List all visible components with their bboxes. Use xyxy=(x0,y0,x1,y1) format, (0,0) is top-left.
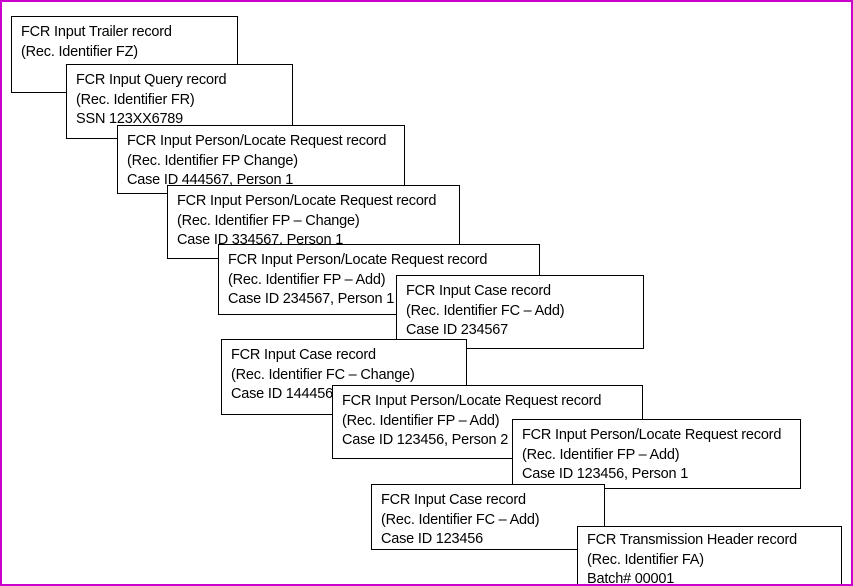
record-line: (Rec. Identifier FP – Add) xyxy=(522,446,680,463)
record-line: Case ID 123456, Person 2 xyxy=(342,432,509,448)
record-box-case-fc-add-234567: FCR Input Case record (Rec. Identifier F… xyxy=(396,275,644,349)
record-line: (Rec. Identifier FA) xyxy=(587,551,704,568)
record-line: FCR Input Person/Locate Request record xyxy=(228,252,488,268)
record-line: (Rec. Identifier FR) xyxy=(76,91,195,108)
record-line: FCR Input Case record xyxy=(381,492,526,508)
record-box-person-locate-fp-add-123456-person1: FCR Input Person/Locate Request record (… xyxy=(512,419,801,489)
record-line: (Rec. Identifier FC – Change) xyxy=(231,366,415,383)
record-line: Case ID 444567, Person 1 xyxy=(127,172,294,188)
record-line: FCR Input Query record xyxy=(76,72,227,88)
record-line: Case ID 123456, Person 1 xyxy=(522,466,689,482)
record-line: (Rec. Identifier FP – Add) xyxy=(228,271,386,288)
record-box-query-fr: FCR Input Query record (Rec. Identifier … xyxy=(66,64,293,139)
record-line: SSN 123XX6789 xyxy=(76,111,184,127)
record-line: (Rec. Identifier FP – Add) xyxy=(342,412,500,429)
record-line: Case ID 144456 xyxy=(231,386,333,402)
record-line: (Rec. Identifier FC – Add) xyxy=(381,511,540,528)
record-line: Case ID 234567 xyxy=(406,322,508,338)
record-line: FCR Input Person/Locate Request record xyxy=(342,393,602,409)
record-line: FCR Transmission Header record xyxy=(587,532,797,548)
record-line: (Rec. Identifier FP – Change) xyxy=(177,212,360,229)
record-line: (Rec. Identifier FZ) xyxy=(21,43,138,60)
record-line: FCR Input Person/Locate Request record xyxy=(522,427,782,443)
record-line: (Rec. Identifier FC – Add) xyxy=(406,302,565,319)
record-line: Case ID 234567, Person 1 xyxy=(228,291,395,307)
record-line: Batch# 00001 xyxy=(587,571,675,586)
record-line: Case ID 123456 xyxy=(381,531,483,547)
record-box-transmission-header-fa: FCR Transmission Header record (Rec. Ide… xyxy=(577,526,842,586)
record-box-person-locate-fp-change-444567: FCR Input Person/Locate Request record (… xyxy=(117,125,405,194)
record-line: FCR Input Trailer record xyxy=(21,24,172,40)
record-line: FCR Input Case record xyxy=(406,283,551,299)
record-line: (Rec. Identifier FP Change) xyxy=(127,152,298,169)
record-line: FCR Input Person/Locate Request record xyxy=(177,193,437,209)
record-box-case-fc-add-123456: FCR Input Case record (Rec. Identifier F… xyxy=(371,484,605,550)
record-line: FCR Input Person/Locate Request record xyxy=(127,133,387,149)
record-line: FCR Input Case record xyxy=(231,347,376,363)
